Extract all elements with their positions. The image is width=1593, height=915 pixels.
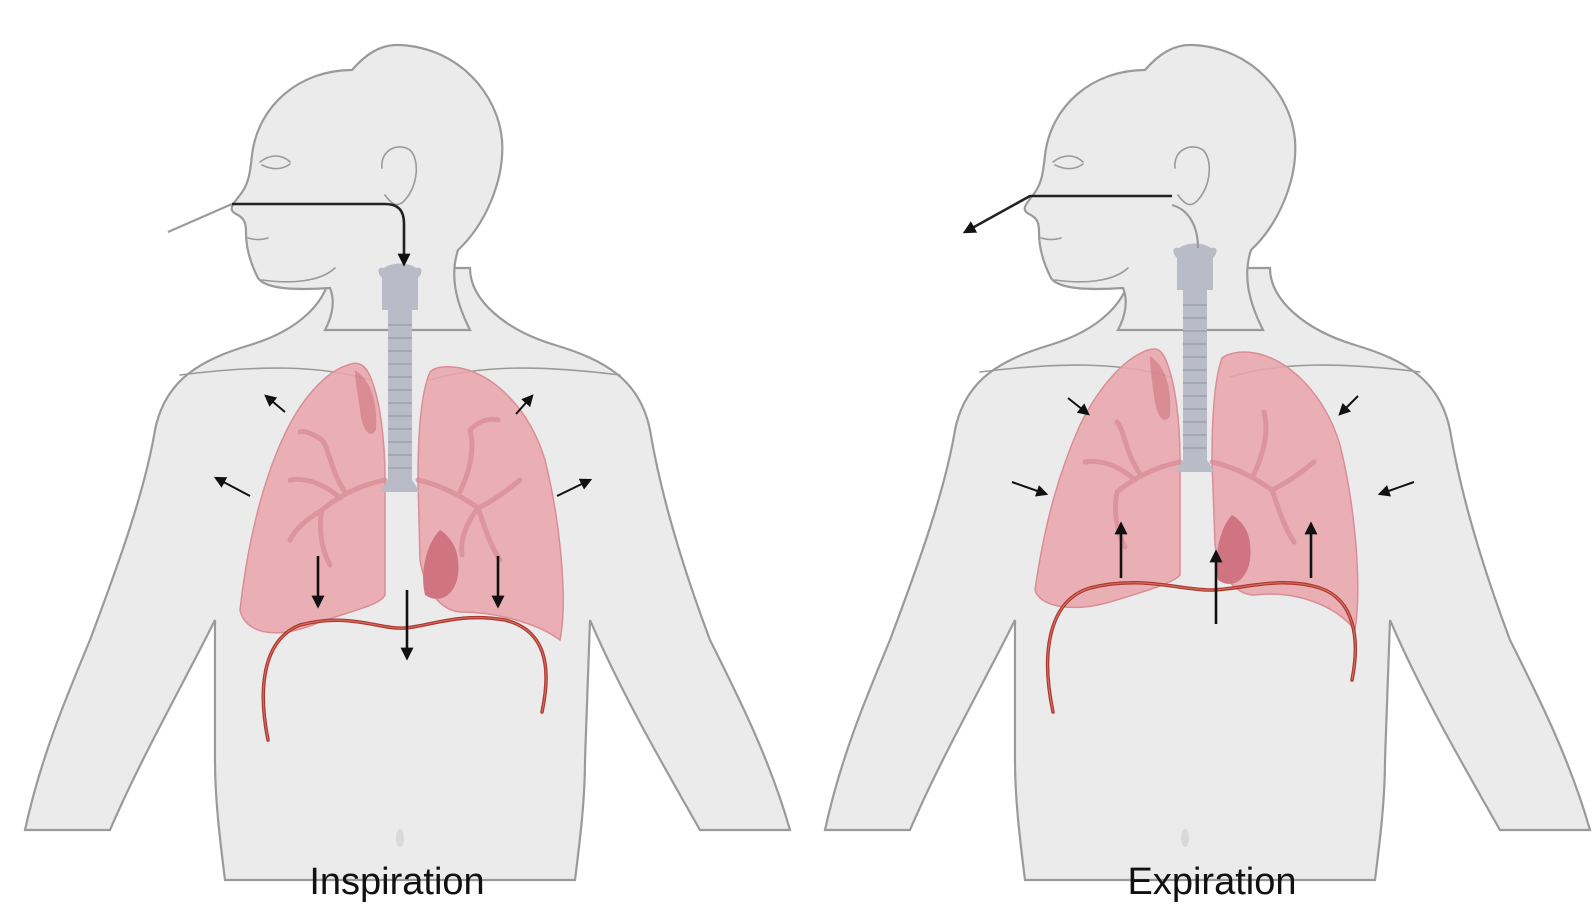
torso-silhouette [825, 268, 1590, 880]
expiration-panel [825, 45, 1590, 880]
expiration-label: Expiration [1012, 858, 1412, 906]
navel [396, 829, 404, 847]
inspiration-panel [25, 45, 790, 880]
navel [1181, 829, 1189, 847]
inhaled-air-trail [168, 204, 232, 232]
inspiration-label: Inspiration [197, 858, 597, 906]
